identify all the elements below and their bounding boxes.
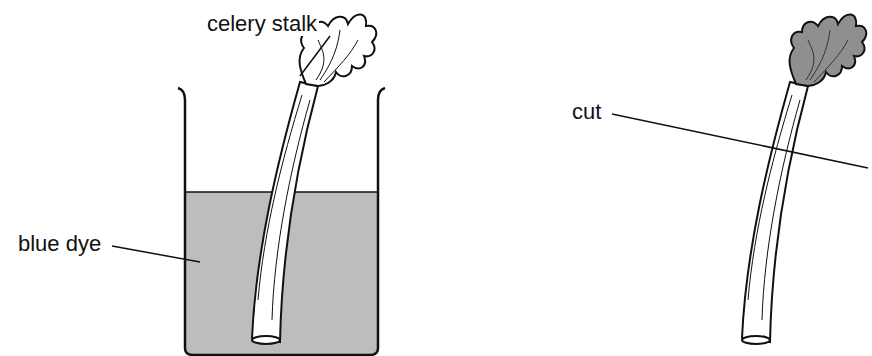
leader-line (112, 246, 200, 262)
leader-line (612, 114, 868, 168)
celery-right (742, 14, 866, 344)
part-label: cut (570, 100, 603, 124)
part-label: celery stalk (205, 12, 319, 36)
leader-line (300, 36, 330, 76)
celery-left (252, 14, 376, 344)
part-label: blue dye (16, 232, 103, 256)
